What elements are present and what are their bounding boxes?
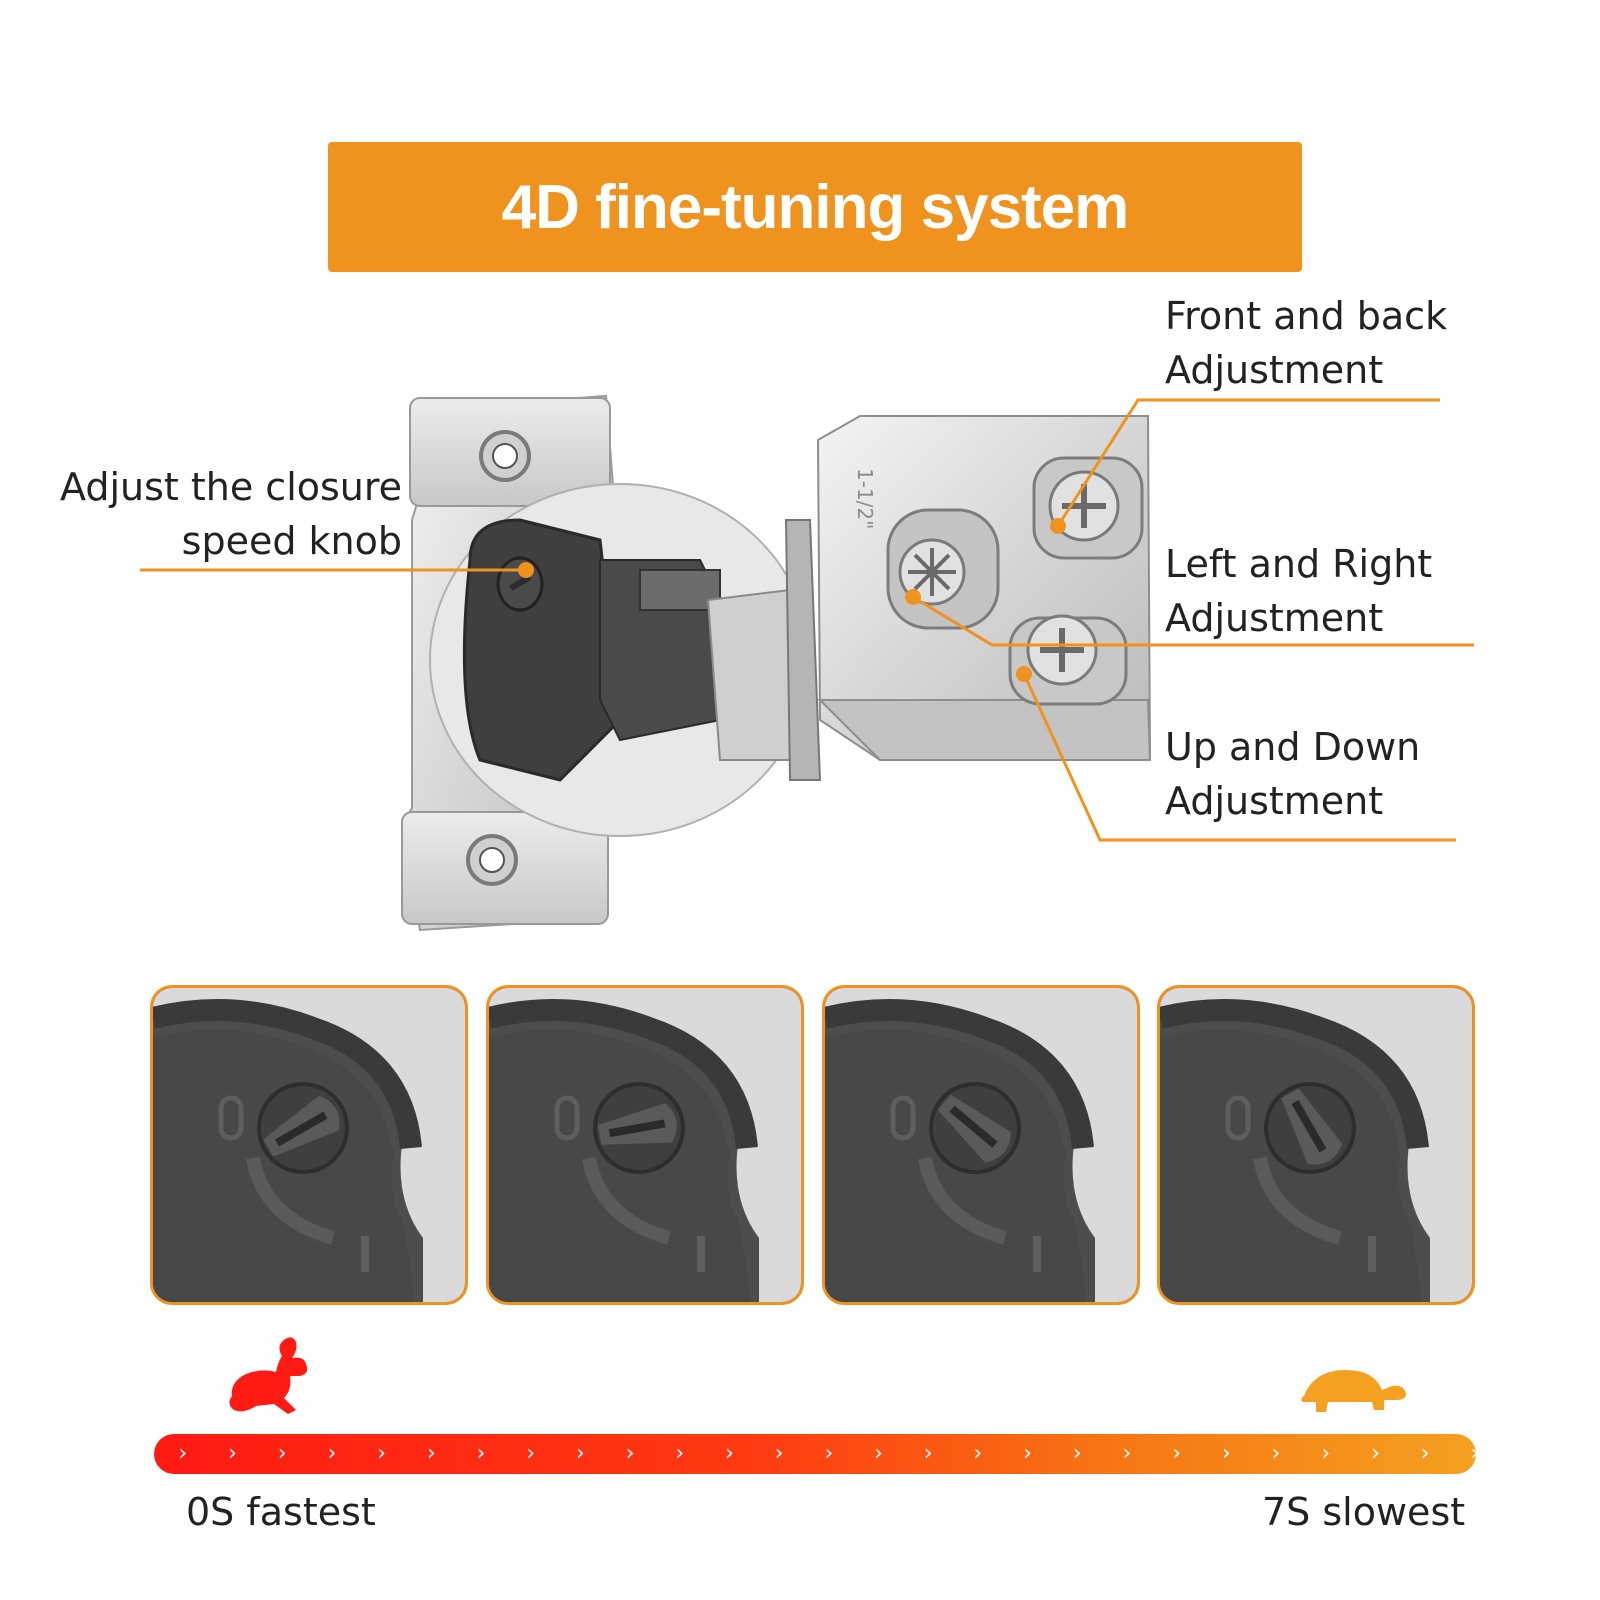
- callout-front-back-line1: Front and back: [1165, 294, 1448, 338]
- callout-left-right-line1: Left and Right: [1165, 542, 1433, 586]
- title-banner: 4D fine-tuning system: [328, 142, 1302, 272]
- knob-panel-1: [150, 985, 468, 1305]
- callout-front-back-line2: Adjustment: [1165, 348, 1384, 392]
- callout-closure-knob: Adjust the closure speed knob: [60, 460, 402, 568]
- closure-speed-bar: › › › › › › › › › › › › › › › › › › › › …: [154, 1434, 1476, 1474]
- knob-closeup-4: [1160, 988, 1472, 1302]
- callout-front-back: Front and back Adjustment: [1165, 289, 1447, 397]
- svg-text:1-1/2": 1-1/2": [853, 468, 877, 529]
- knob-closeup-3: [825, 988, 1137, 1302]
- turtle-icon: [1301, 1370, 1406, 1412]
- knob-closeup-1: [153, 988, 465, 1302]
- page-title: 4D fine-tuning system: [501, 172, 1130, 242]
- callout-closure-knob-line2: speed knob: [181, 519, 402, 563]
- callout-closure-knob-line1: Adjust the closure: [60, 465, 403, 509]
- speed-label-fastest: 0S fastest: [186, 1490, 376, 1534]
- callout-up-down-line2: Adjustment: [1165, 779, 1384, 823]
- rabbit-icon: [229, 1337, 308, 1414]
- knob-panel-2: [486, 985, 804, 1305]
- speed-label-slowest: 7S slowest: [1262, 1490, 1466, 1534]
- callout-left-right: Left and Right Adjustment: [1165, 537, 1432, 645]
- knob-closeup-2: [489, 988, 801, 1302]
- callout-up-down: Up and Down Adjustment: [1165, 720, 1420, 828]
- callout-up-down-line1: Up and Down: [1165, 725, 1421, 769]
- callout-left-right-line2: Adjustment: [1165, 596, 1384, 640]
- knob-panel-3: [822, 985, 1140, 1305]
- knob-panel-4: [1157, 985, 1475, 1305]
- speed-bar-chevrons: › › › › › › › › › › › › › › › › › › › › …: [176, 1441, 1476, 1466]
